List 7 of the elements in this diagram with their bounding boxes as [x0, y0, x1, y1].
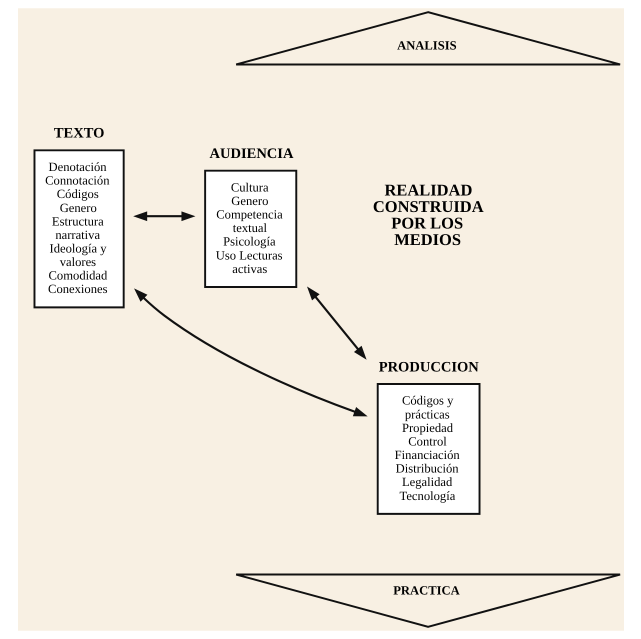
- node-label: PRODUCCION: [378, 359, 478, 376]
- node-label: AUDIENCIA: [208, 146, 293, 162]
- arrow: [306, 286, 366, 360]
- label: REALIDAD CONSTRUIDA POR LOS MEDIOS: [372, 180, 484, 249]
- node-label: TEXTO: [53, 126, 104, 142]
- arrow: [132, 211, 195, 222]
- arrow: [134, 288, 368, 416]
